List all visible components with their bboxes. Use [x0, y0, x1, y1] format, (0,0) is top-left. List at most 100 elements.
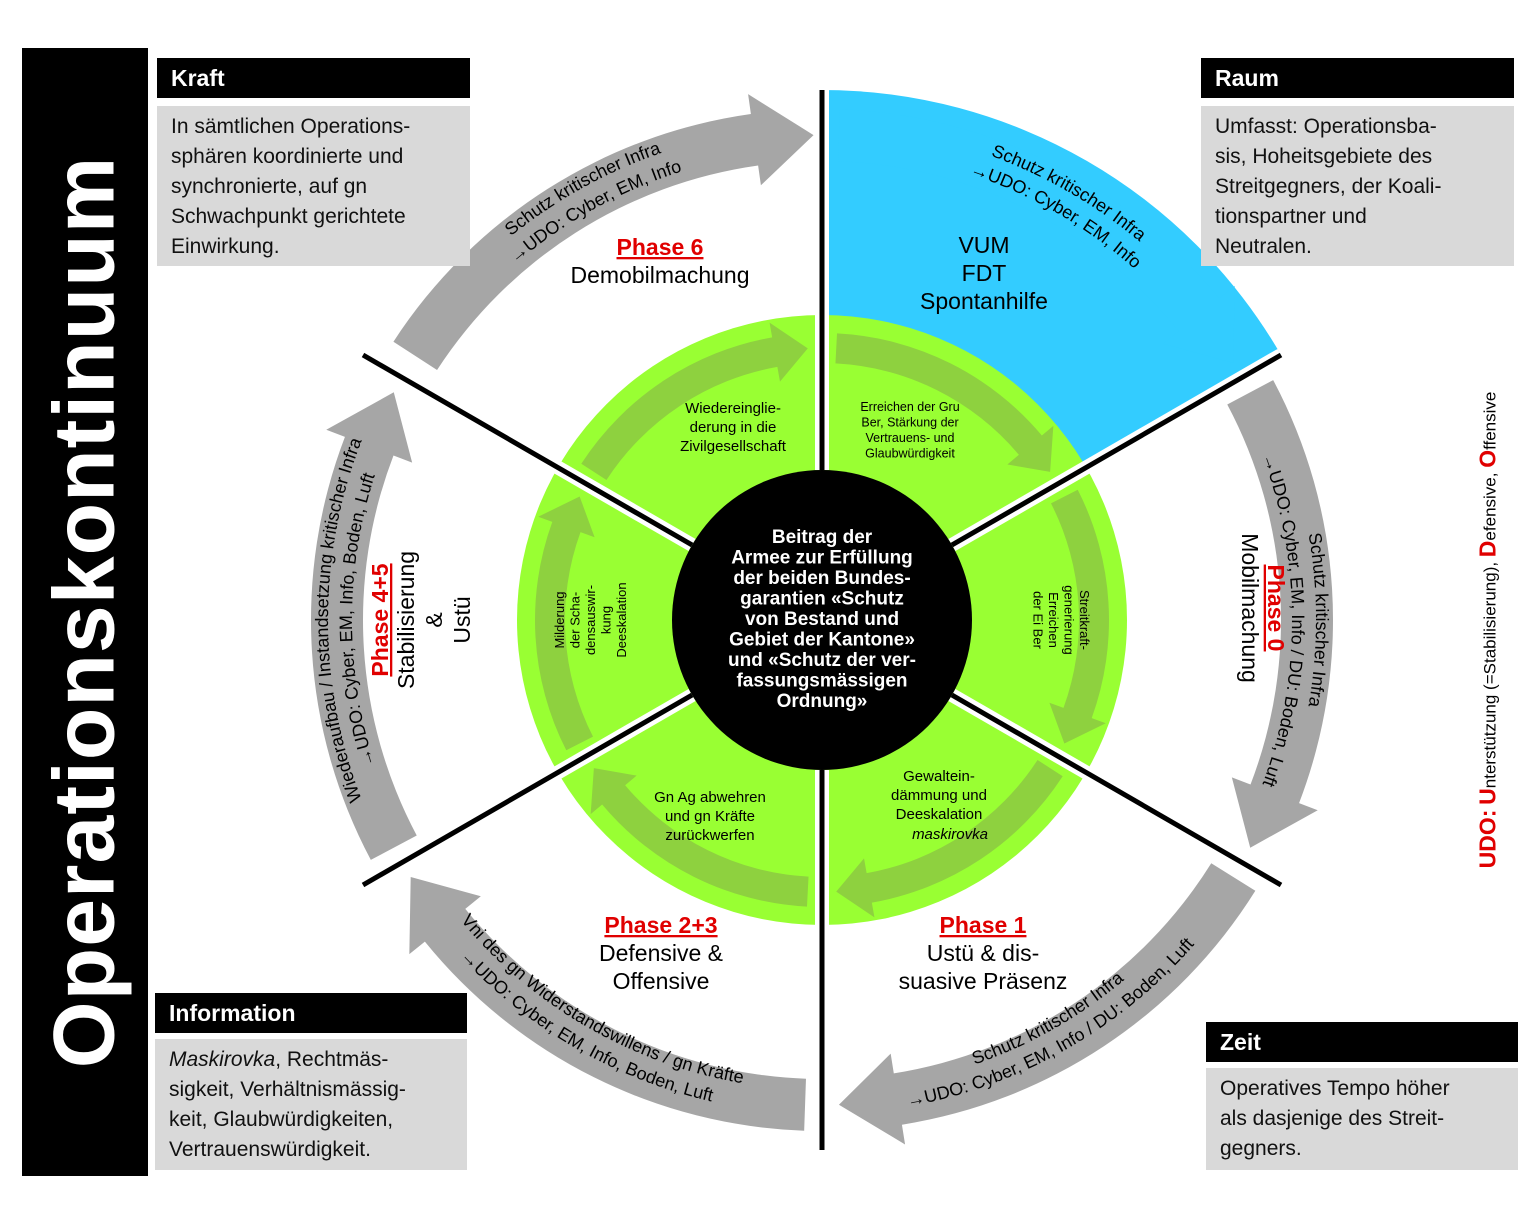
outer-arrow-top-left [393, 94, 814, 371]
divider-line [950, 692, 1283, 888]
inner-text-left-line: Deeskalation [614, 582, 629, 657]
inner-text-left-line: kung [599, 606, 614, 634]
box-text-line: sigkeit, Verhältnismässig- [169, 1078, 406, 1101]
phase-23-desc: Defensive &Offensive [599, 940, 723, 994]
center-text-line: garantien «Schutz [740, 589, 904, 610]
inner-text-top-left-line: Zivilgesellschaft [680, 438, 787, 455]
kraft-box-title: Kraft [157, 58, 470, 98]
outer-arrow-right [1227, 380, 1333, 848]
phase-45-desc-line: Stabilisierung [393, 551, 419, 689]
information-box-title: Information [155, 993, 467, 1033]
box-text-line: Schwachpunkt gerichtete [171, 205, 406, 228]
inner-text-maskirovka: maskirovka [912, 826, 988, 843]
box-text-line: keit, Glaubwürdigkeiten, [169, 1108, 394, 1131]
box-text-line: Streitgegners, der Koali- [1215, 175, 1442, 198]
phase-45-desc: Stabilisierung&Ustü [393, 551, 475, 689]
inner-text-bottom-left: Gn Ag abwehren und gn Kräfte zurückwerfen [654, 789, 766, 844]
inner-text-top-right-line: Vertrauens- und [866, 431, 955, 445]
box-text-line: In sämtlichen Operations- [171, 115, 411, 138]
outer-arrow-bottom-right [838, 863, 1256, 1145]
zeit-box-title: Zeit [1206, 1022, 1518, 1062]
zeit-box-text: Operatives Tempo höher als dasjenige des … [1206, 1068, 1518, 1170]
phase-label: Phase 0 [1263, 565, 1289, 652]
inner-text-right-line: der Ei Ber [1031, 591, 1046, 649]
inner-text-right-line: Erreichen [1046, 592, 1061, 648]
phase-23-desc-line: Offensive [613, 968, 710, 994]
divider-line [361, 352, 694, 548]
box-text-line: Neutralen. [1215, 235, 1312, 258]
center-text-line: und «Schutz der ver- [728, 650, 916, 671]
divider-line [361, 692, 694, 888]
inner-arrow [590, 768, 809, 907]
phase-0-desc-line: Mobilmachung [1237, 533, 1263, 683]
phase-45-desc-line: & [421, 612, 447, 627]
raum-box-text: Umfasst: Operationsba-sis, Hoheitsgebiet… [1201, 106, 1514, 266]
inner-text-top-left-line: derung in die [690, 419, 777, 436]
inner-text-top-right-line: Erreichen der Gru [860, 400, 959, 414]
phase-1-desc-line: Ustü & dis- [927, 940, 1039, 966]
inner-arrow [836, 759, 1063, 918]
outer-arrow-bottom-left [409, 877, 806, 1131]
center-text-line: Gebiet der Kantone» [729, 630, 915, 651]
phase-23-desc-line: Defensive & [599, 940, 723, 966]
raum-box-title: Raum [1201, 58, 1514, 98]
inner-text-bottom-right-line: Gewaltein- [903, 768, 975, 785]
box-text-line: Umfasst: Operationsba- [1215, 115, 1437, 138]
vum-text-line: Spontanhilfe [920, 288, 1048, 314]
phase-label: Phase 6 [617, 234, 704, 260]
vum-text-line: FDT [962, 260, 1007, 286]
inner-text-bottom-right-line: Deeskalation [896, 806, 983, 823]
inner-text-top-left-line: Wiedereinglie- [685, 400, 781, 417]
divider-line [950, 352, 1283, 548]
box-text-line: sis, Hoheitsgebiete des [1215, 145, 1433, 168]
kraft-box-text: In sämtlichen Operations-sphären koordin… [157, 106, 470, 266]
inner-text-right-line: generierung [1062, 585, 1077, 654]
inner-text-bottom-left-line: Gn Ag abwehren [654, 789, 766, 806]
side-title-bar [22, 48, 148, 1176]
center-text-line: Beitrag der [772, 527, 873, 548]
phase-label: Phase 1 [940, 912, 1027, 938]
box-text-italic: Maskirovka [169, 1048, 276, 1071]
box-text-line: Einwirkung. [171, 235, 280, 258]
inner-text-left-line: Milderung [552, 591, 567, 648]
inner-text-bottom-left-line: zurückwerfen [665, 827, 754, 844]
center-text-line: von Bestand und [745, 609, 899, 630]
phase-label: Phase 4+5 [367, 563, 393, 676]
center-circle [672, 470, 972, 770]
phase-1-desc-line: suasive Präsenz [899, 968, 1068, 994]
phase-6-desc-line: Demobilmachung [571, 262, 750, 288]
information-box-text: Maskirovka, Rechtmäs-sigkeit, Verhältnis… [155, 1039, 467, 1170]
inner-text-bottom-left-line: und gn Kräfte [665, 808, 755, 825]
inner-text-bottom-right-line: dämmung und [891, 787, 987, 804]
center-text-line: fassungsmässigen [736, 671, 907, 692]
inner-arrow [1049, 489, 1109, 744]
phase-label: Phase 2+3 [604, 912, 717, 938]
phase-1-desc: Ustü & dis-suasive Präsenz [899, 940, 1068, 994]
vum-text-line: VUM [958, 232, 1009, 258]
center-text-line: Ordnung» [777, 691, 868, 712]
inner-arrow [581, 322, 808, 481]
box-text-line: als dasjenige des Streit- [1220, 1107, 1445, 1130]
inner-arrow [535, 496, 595, 751]
udo-legend: UDO: Unterstützung (=Stabilisierung), De… [1474, 391, 1501, 869]
box-text-line: Maskirovka, Rechtmäs- [169, 1045, 457, 1075]
box-text-line: sphären koordinierte und [171, 145, 404, 168]
center-text-line: Armee zur Erfüllung [731, 548, 913, 569]
box-text-line: synchronierte, auf gn [171, 175, 368, 198]
inner-arrow [835, 333, 1054, 472]
inner-text-left: Milderungder Scha-densauswir-kungDeeskal… [552, 582, 629, 657]
box-text-line: Vertrauenswürdigkeit. [169, 1138, 371, 1161]
inner-text-right-line: Streitkraft- [1077, 590, 1092, 650]
outer-arrow-left [311, 392, 417, 860]
box-text-line: Operatives Tempo höher [1220, 1077, 1450, 1100]
outer-arrow-top-right [838, 109, 1235, 363]
inner-text-top-right-line: Glaubwürdigkeit [865, 447, 955, 461]
phase-6-desc: Demobilmachung [571, 262, 750, 288]
box-text-line: gegners. [1220, 1137, 1302, 1160]
